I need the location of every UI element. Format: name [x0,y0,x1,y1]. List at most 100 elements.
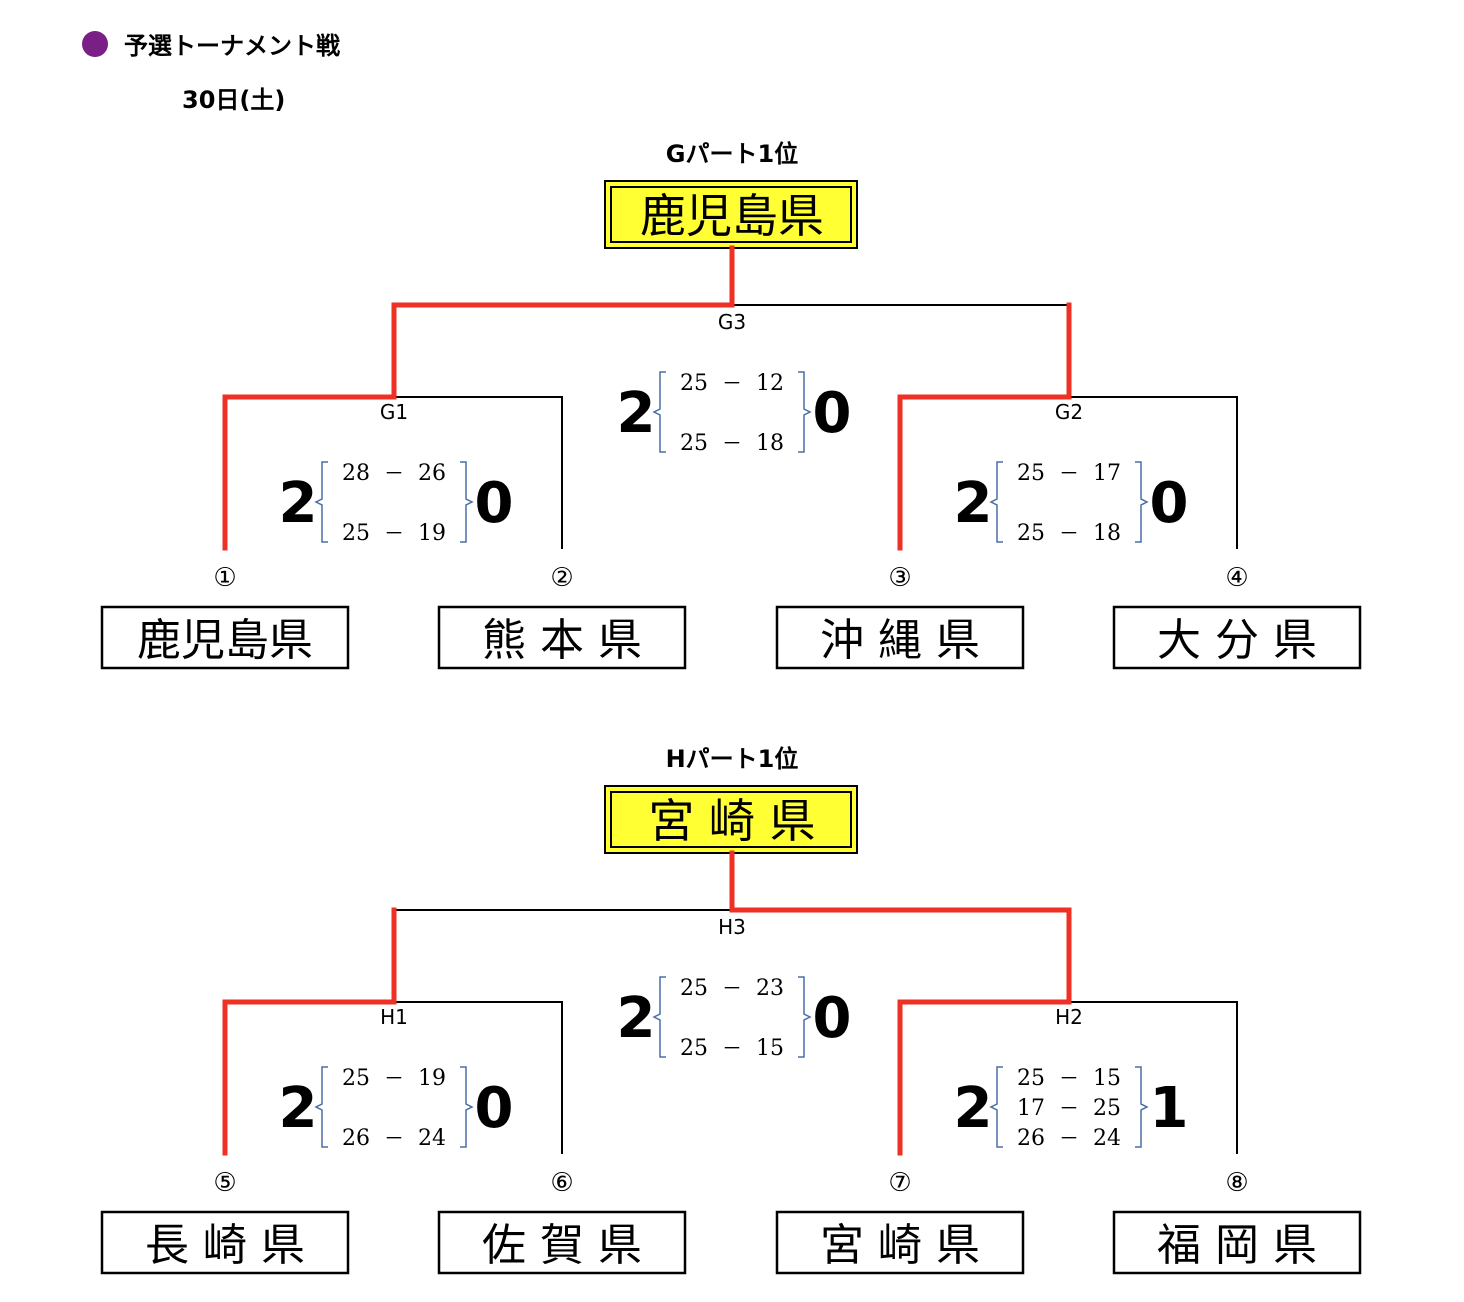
match-G2-set-right-score: 18 [1093,521,1121,546]
match-H3-set-left-score: 25 [680,1036,708,1061]
match-id: H3 [718,915,746,939]
team-number: ④ [1225,563,1248,593]
team-box [100,605,350,670]
match-H2-set-left-score: 26 [1017,1126,1045,1151]
match-G2-right-sets: 0 [1150,471,1189,536]
team-box [775,605,1025,670]
match-H1-set-dash: － [384,1126,404,1150]
match-G3-left-sets: 2 [617,381,656,446]
team-box [775,1210,1025,1275]
team-number: ② [550,563,573,593]
winner-box-outer [604,785,858,854]
part-winner-name: 宮 崎 県 [648,794,815,848]
match-H1-set-right-score: 19 [418,1066,446,1091]
match-H3-set-left-score: 25 [680,976,708,1001]
match-G2-set-left-score: 25 [1017,461,1045,486]
winner-box-inner [610,791,852,848]
match-H2-left-brace [989,1066,1003,1148]
match-id: G2 [1055,400,1083,424]
team-name: 沖 縄 県 [820,615,980,666]
team-name: 鹿児島県 [137,615,313,666]
part-winner-label: Gパート1位 [666,140,798,168]
match-G2-right-brace [1135,461,1149,543]
match-H3-left-brace [652,976,666,1058]
match-H2-set-left-score: 25 [1017,1066,1045,1091]
match-H1-right-sets: 0 [475,1076,514,1141]
team-number: ⑥ [550,1168,573,1198]
team-number: ⑦ [888,1168,911,1198]
match-H1-set-left-score: 26 [342,1126,370,1151]
match-H3-right-sets: 0 [813,986,852,1051]
team-box [437,1210,687,1275]
match-id: G1 [380,400,408,424]
match-H2-right-brace [1135,1066,1149,1148]
match-H1-left-brace [314,1066,328,1148]
match-G1-left-sets: 2 [279,471,318,536]
match-H2-left-sets: 2 [954,1076,993,1141]
match-H2-set-right-score: 15 [1093,1066,1121,1091]
match-id: H1 [380,1005,408,1029]
match-G2-set-dash: － [1059,461,1079,485]
match-G2-set-left-score: 25 [1017,521,1045,546]
team-number: ⑧ [1225,1168,1248,1198]
match-H3-set-right-score: 23 [756,976,784,1001]
team-box [1112,605,1362,670]
team-name: 佐 賀 県 [482,1220,642,1271]
match-H2-set-left-score: 17 [1017,1096,1045,1121]
team-name: 宮 崎 県 [820,1220,980,1271]
winner-box-inner [610,186,852,243]
match-H3-left-sets: 2 [617,986,656,1051]
bullet-icon [82,31,108,57]
part-winner-label: Hパート1位 [666,745,799,773]
team-name: 大 分 県 [1157,615,1317,666]
page-heading: 予選トーナメント戦 [124,32,340,60]
match-G2-set-dash: － [1059,521,1079,545]
match-G1-set-right-score: 19 [418,521,446,546]
match-G3-set-dash: － [722,371,742,395]
match-G3-set-left-score: 25 [680,371,708,396]
match-id: G3 [718,310,746,334]
team-box [437,605,687,670]
match-G3-left-brace [652,371,666,453]
team-name: 福 岡 県 [1157,1220,1317,1271]
part-winner-name: 鹿児島県 [640,189,824,243]
match-G1-set-dash: － [384,521,404,545]
match-H1-set-dash: － [384,1066,404,1090]
match-G1-right-brace [460,461,474,543]
team-name: 熊 本 県 [482,615,642,666]
match-G1-left-brace [314,461,328,543]
match-H1-left-sets: 2 [279,1076,318,1141]
match-G3-set-right-score: 18 [756,431,784,456]
match-G1-set-left-score: 25 [342,521,370,546]
match-H2-right-sets: 1 [1150,1076,1189,1141]
match-H3-right-brace [798,976,812,1058]
match-H2-set-dash: － [1059,1096,1079,1120]
match-H2-set-right-score: 25 [1093,1096,1121,1121]
match-H2-set-right-score: 24 [1093,1126,1121,1151]
winner-box-outer [604,180,858,249]
date-label: 30日(土) [182,86,286,114]
match-H2-set-dash: － [1059,1126,1079,1150]
team-box [100,1210,350,1275]
team-box [1112,1210,1362,1275]
match-H1-right-brace [460,1066,474,1148]
match-G2-set-right-score: 17 [1093,461,1121,486]
match-H3-set-dash: － [722,1036,742,1060]
team-number: ① [213,563,236,593]
team-number: ⑤ [213,1168,236,1198]
match-H2-set-dash: － [1059,1066,1079,1090]
match-G1-right-sets: 0 [475,471,514,536]
match-G1-set-right-score: 26 [418,461,446,486]
match-G3-set-left-score: 25 [680,431,708,456]
team-name: 長 崎 県 [145,1220,305,1271]
match-G3-set-right-score: 12 [756,371,784,396]
match-H1-set-right-score: 24 [418,1126,446,1151]
match-H3-set-right-score: 15 [756,1036,784,1061]
match-G1-set-dash: － [384,461,404,485]
match-H1-set-left-score: 25 [342,1066,370,1091]
match-G3-right-brace [798,371,812,453]
match-H3-set-dash: － [722,976,742,1000]
match-G1-set-left-score: 28 [342,461,370,486]
match-G3-right-sets: 0 [813,381,852,446]
